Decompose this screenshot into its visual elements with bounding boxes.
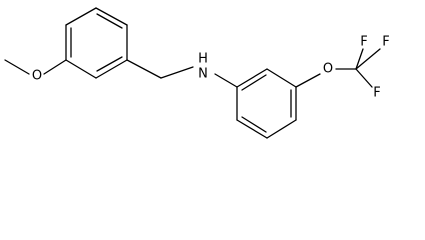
fluorine-top-left-label: F	[360, 35, 367, 50]
fluorine-right-label: F	[373, 86, 380, 101]
left-benzene-ring	[65, 7, 128, 79]
amine-nitrogen-label: N	[198, 67, 208, 82]
methoxy-oxygen-label: O	[32, 69, 42, 84]
fluorine-top-right-label: F	[382, 35, 389, 50]
structure-diagram: O H N O F F F	[4, 7, 390, 139]
trifluoromethoxy-group	[295, 48, 381, 88]
right-benzene-ring	[236, 68, 297, 139]
amine-hydrogen-label: H	[198, 52, 208, 67]
methoxy-group: O	[4, 59, 67, 84]
benzyl-linker	[126, 59, 238, 88]
ether-oxygen-label: O	[323, 62, 333, 77]
